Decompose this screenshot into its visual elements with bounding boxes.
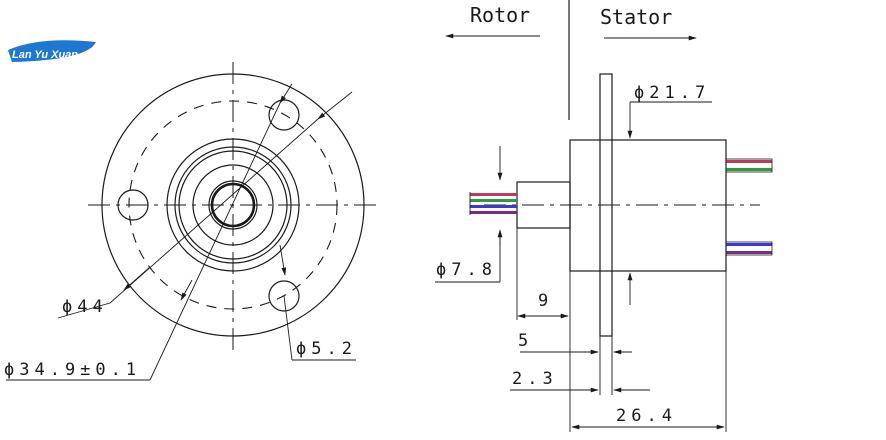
rotor-wire-3	[470, 205, 517, 208]
shaft-circle	[210, 182, 256, 228]
label-dia-5-2: ϕ5.2	[296, 339, 357, 359]
label-dia-21-7: ϕ21.7	[634, 83, 710, 103]
label-2-3: 2.3	[512, 369, 558, 389]
stator-label: Stator	[600, 5, 672, 29]
label-5: 5	[518, 331, 533, 351]
rotor-stator-header: Rotor Stator	[445, 0, 697, 120]
brand-logo: Lan Yu Xuan	[8, 40, 96, 62]
side-view: ϕ21.7 ϕ7.8 9 5 2.3 26.4	[435, 73, 773, 432]
stator-wire-4	[726, 251, 772, 254]
label-dia-7-8: ϕ7.8	[436, 260, 497, 280]
outer-flange-circle	[101, 73, 365, 337]
dim-bolt-leader	[149, 102, 281, 381]
rotor-wire-4	[470, 211, 517, 214]
dim-outer-leader	[109, 118, 319, 304]
body-inner-circle	[174, 146, 292, 264]
label-dia-44: ϕ44	[62, 297, 108, 317]
bolt-circle	[128, 100, 338, 310]
label-26-4: 26.4	[616, 406, 677, 426]
mount-hole-top	[268, 99, 300, 131]
dim-outer-arrow-bottom	[123, 266, 151, 291]
stator-wire-1	[726, 160, 772, 163]
dim-hole-leader	[283, 295, 293, 361]
rotor-wire-1	[470, 193, 517, 196]
rotor-wire-2	[470, 199, 517, 202]
shaft-outer-circle	[208, 180, 258, 230]
rotor-label: Rotor	[470, 3, 530, 27]
rotor-wires	[469, 192, 517, 215]
mount-hole-bottom	[268, 280, 300, 312]
dim-outer-arrow-top	[317, 91, 353, 120]
dim-bolt-arrow-top	[279, 83, 293, 104]
brand-logo-text: Lan Yu Xuan	[12, 49, 78, 61]
front-view: ϕ44 ϕ34.9±0.1 ϕ5.2	[4, 62, 382, 381]
stator-wires	[725, 158, 773, 256]
label-dia-34-9: ϕ34.9±0.1	[4, 360, 141, 380]
dim-hole-arrow-top	[279, 244, 287, 276]
label-9: 9	[538, 291, 553, 311]
stator-wire-2	[726, 168, 772, 171]
body-circle	[166, 138, 300, 272]
dim-outer-shelf	[57, 302, 111, 319]
stator-wire-3	[726, 243, 772, 246]
flange	[599, 73, 613, 337]
hub-circle	[192, 164, 274, 246]
body-inner-circle-2	[178, 150, 288, 260]
dim-bolt-arrow-bottom	[180, 279, 193, 301]
mount-hole-left	[117, 189, 149, 221]
